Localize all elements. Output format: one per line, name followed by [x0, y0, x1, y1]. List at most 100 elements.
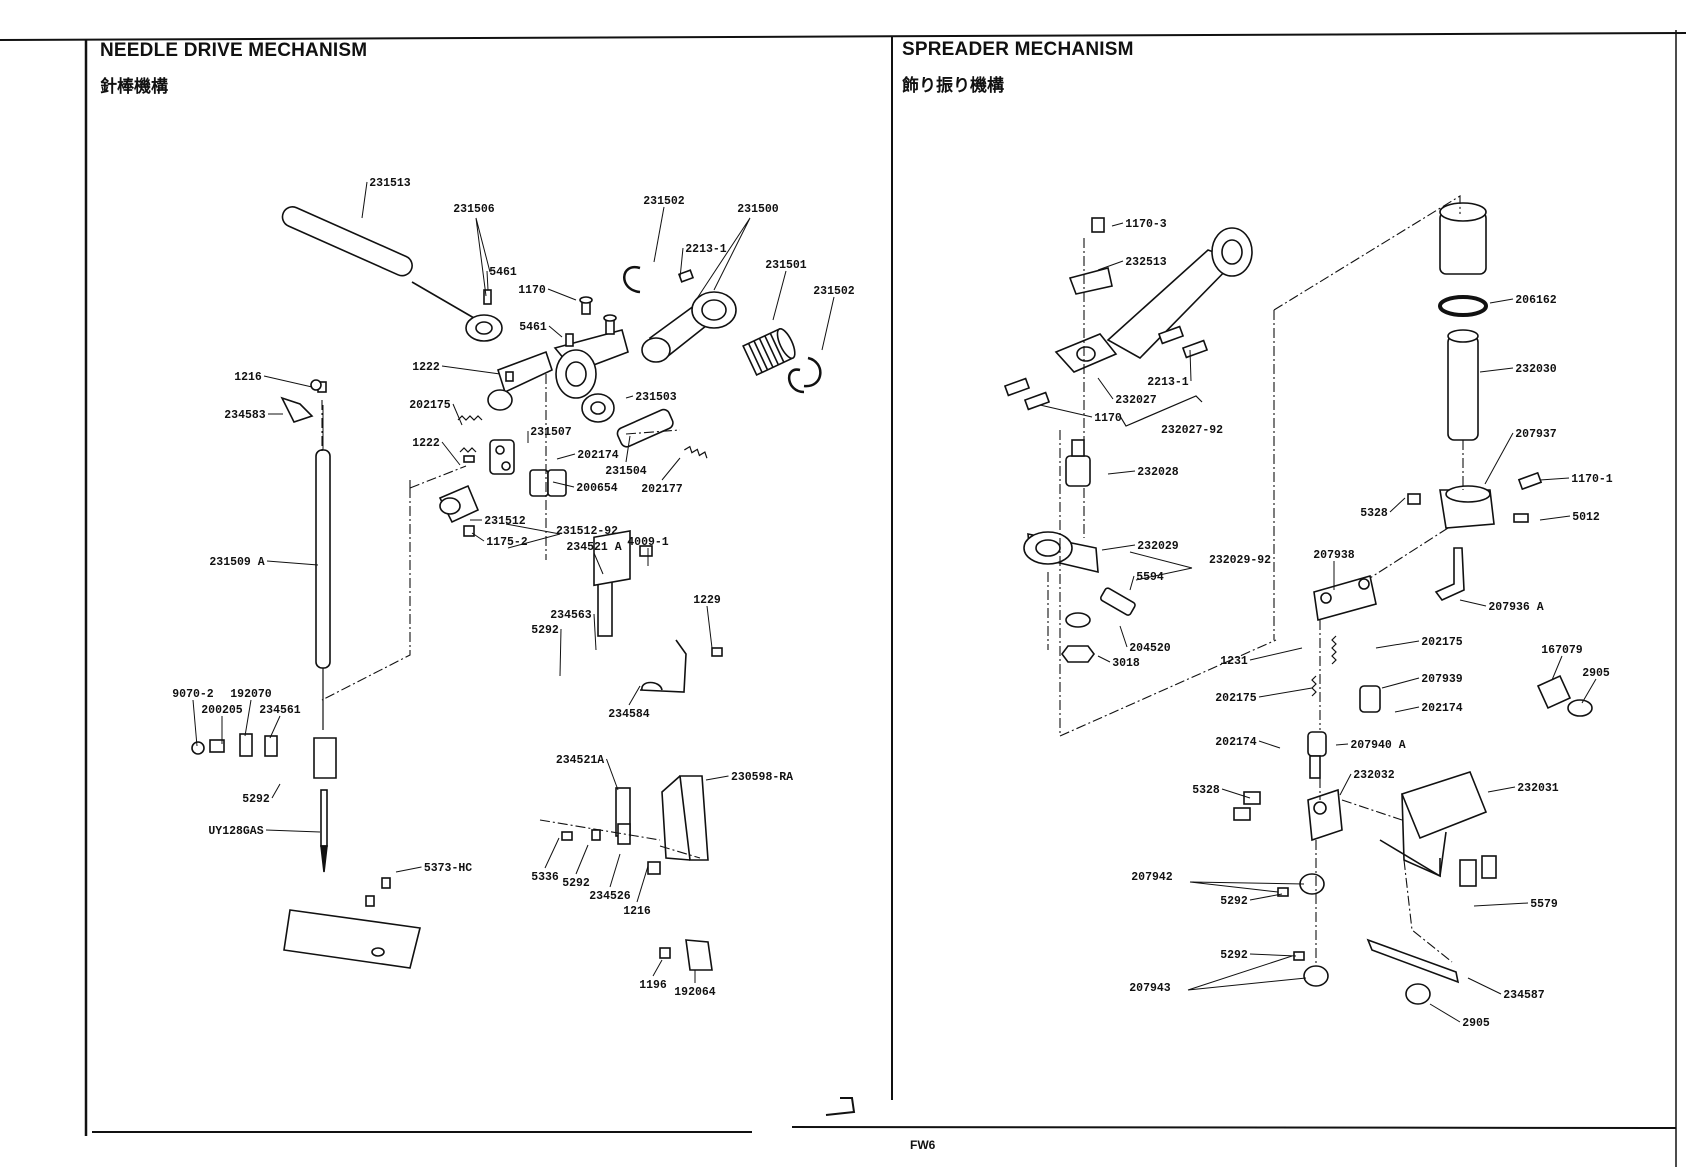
- leader-line: [1539, 477, 1570, 481]
- part-label: 2905: [1462, 1017, 1490, 1030]
- leader-line: [1375, 640, 1420, 649]
- part-label: 207940 A: [1350, 739, 1405, 752]
- leader-line: [609, 853, 621, 888]
- leader-line: [1111, 222, 1124, 227]
- leader-line: [265, 829, 321, 833]
- part-label: 231509 A: [209, 556, 264, 569]
- part-label: 232029-92: [1209, 554, 1271, 567]
- part-label: 234563: [550, 609, 592, 622]
- part-label: 5328: [1360, 507, 1388, 520]
- leader-line: [1189, 349, 1192, 382]
- part-label: 5373-HC: [424, 862, 472, 875]
- needle-drive-subtitle-jp: 針棒機構: [100, 77, 168, 97]
- part-label: 5336: [531, 871, 559, 884]
- leader-line: [625, 435, 631, 463]
- leader-line: [1381, 677, 1420, 689]
- part-label: 231503: [635, 391, 677, 404]
- leader-line: [1097, 377, 1114, 400]
- leader-line: [1389, 497, 1406, 513]
- leader-line: [1429, 1003, 1461, 1023]
- leader-line: [1539, 515, 1571, 521]
- part-label: 202174: [577, 449, 619, 462]
- part-label: 1170: [518, 284, 546, 297]
- part-label: 234521 A: [566, 541, 621, 554]
- leader-line: [361, 181, 368, 219]
- leader-line: [1119, 625, 1128, 648]
- set-brackets: [1119, 395, 1203, 427]
- springs: [457, 415, 708, 459]
- part-label: 231502: [643, 195, 685, 208]
- part-label: 231502: [813, 285, 855, 298]
- leader-line: [1479, 367, 1514, 373]
- part-label: 1216: [234, 371, 262, 384]
- part-label: 202175: [409, 399, 451, 412]
- leader-line: [452, 403, 463, 426]
- assembly-lines: [321, 195, 1464, 964]
- part-label: 207938: [1313, 549, 1355, 562]
- leader-line: [1249, 953, 1297, 957]
- part-label: 232028: [1137, 466, 1179, 479]
- part-label: 202174: [1421, 702, 1463, 715]
- part-label: 232027: [1115, 394, 1157, 407]
- leader-line: [269, 715, 281, 739]
- needle-plate: [283, 909, 421, 969]
- needle-bearing-231501: [742, 327, 796, 377]
- part-label: 231513: [369, 177, 411, 190]
- part-label: 5292: [562, 877, 590, 890]
- leader-line: [679, 247, 684, 279]
- part-label: 4009-1: [627, 536, 669, 549]
- part-label: 5292: [531, 624, 559, 637]
- part-label: 234526: [589, 890, 631, 903]
- rod-231513: [281, 206, 413, 277]
- leader-line: [1339, 773, 1352, 796]
- part-label: 234583: [224, 409, 266, 422]
- leader-line: [1467, 977, 1502, 995]
- leader-line: [1039, 404, 1093, 418]
- part-label: 5292: [1220, 895, 1248, 908]
- part-label: 200654: [576, 482, 618, 495]
- leader-line: [1097, 260, 1124, 271]
- leader-line: [1249, 647, 1303, 661]
- part-label: 231506: [453, 203, 495, 216]
- leader-line: [1484, 432, 1514, 485]
- part-label: 1170: [1094, 412, 1122, 425]
- leader-lines: [192, 181, 1597, 1023]
- part-label: 231512: [484, 515, 526, 528]
- part-label: 5328: [1192, 784, 1220, 797]
- part-label: 207937: [1515, 428, 1557, 441]
- leader-line: [593, 552, 604, 575]
- part-label: 3018: [1112, 657, 1140, 670]
- screw-group: [317, 269, 695, 537]
- part-label: 192064: [674, 986, 716, 999]
- part-label: 207942: [1131, 871, 1173, 884]
- part-label: 5594: [1136, 571, 1164, 584]
- part-label: 9070-2: [172, 688, 214, 701]
- leader-line: [636, 865, 649, 903]
- leader-line: [559, 628, 562, 677]
- leader-line: [1249, 893, 1283, 901]
- leader-line: [1221, 788, 1251, 799]
- part-label: 202177: [641, 483, 683, 496]
- leader-line: [547, 288, 577, 301]
- part-label: 202175: [1421, 636, 1463, 649]
- part-label: 5461: [519, 321, 547, 334]
- leader-line: [244, 699, 252, 737]
- part-label: 232032: [1353, 769, 1395, 782]
- leader-line: [1551, 655, 1563, 681]
- leader-line: [575, 844, 589, 875]
- leader-line: [1258, 687, 1313, 698]
- leader-line: [705, 775, 729, 781]
- part-label: 5292: [1220, 949, 1248, 962]
- part-label: 2213-1: [685, 243, 727, 256]
- leader-line: [1487, 786, 1516, 793]
- part-label: 232027-92: [1161, 424, 1223, 437]
- leader-line: [1335, 743, 1349, 746]
- leader-line: [606, 758, 619, 791]
- leader-line: [441, 365, 501, 375]
- part-label: 232029: [1137, 540, 1179, 553]
- part-label: 5012: [1572, 511, 1600, 524]
- part-label: 234561: [259, 704, 301, 717]
- leader-line: [772, 270, 787, 321]
